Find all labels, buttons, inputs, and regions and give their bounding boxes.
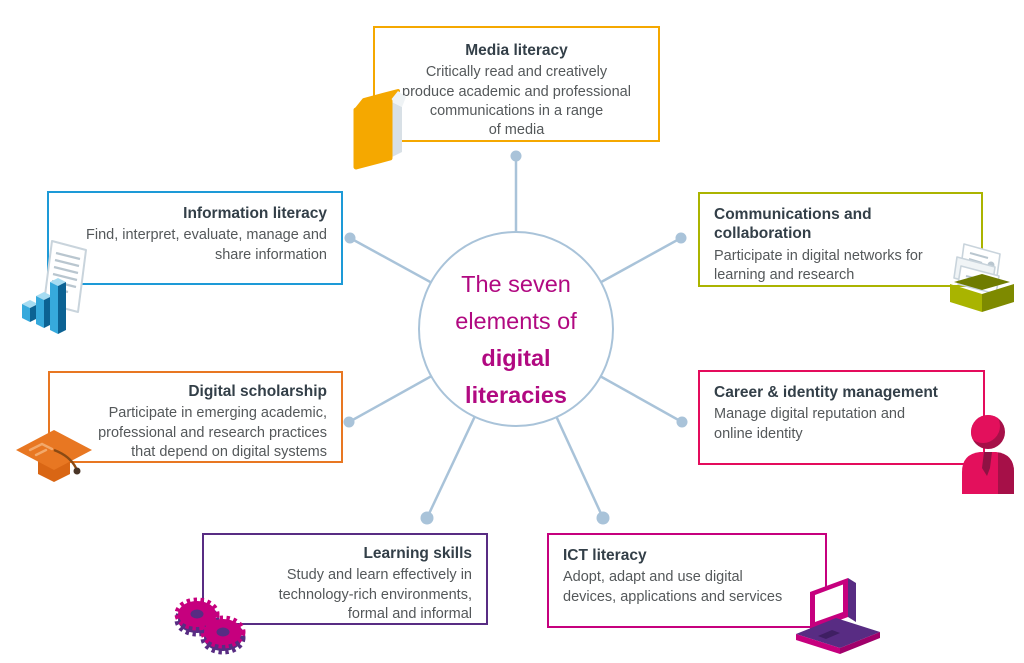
card-title: Information literacy (183, 205, 327, 222)
connector-dot (344, 232, 356, 244)
center-text-regular: The seven elements of (455, 271, 577, 334)
connector-dot (420, 511, 434, 525)
connector-dot (343, 416, 355, 428)
center-text-bold: digital literacies (465, 345, 567, 408)
card-title: Communications and collaboration (714, 206, 872, 243)
card-title: Digital scholarship (188, 383, 327, 400)
card-tray-icon (950, 243, 1014, 312)
card-description: Manage digital reputation and online ide… (714, 406, 906, 442)
card-communications-collaboration: Communications and collaboration Partici… (698, 192, 983, 287)
card-description: Study and learn effectively in technolog… (278, 567, 472, 622)
center-circle (418, 231, 614, 427)
connector-dot (676, 416, 688, 428)
book-icon (353, 89, 406, 170)
card-digital-scholarship: Digital scholarship Participate in emerg… (48, 371, 343, 463)
card-title: Media literacy (465, 42, 568, 59)
card-description: Critically read and creatively produce a… (402, 64, 631, 138)
card-learning-skills: Learning skills Study and learn effectiv… (202, 533, 488, 625)
card-media-literacy: Media literacy Critically read and creat… (373, 26, 660, 142)
mortarboard-icon (16, 430, 92, 482)
gears-icon (174, 597, 246, 655)
card-career-identity-management: Career & identity management Manage digi… (698, 370, 985, 465)
connector-dot (596, 511, 610, 525)
card-title: Learning skills (363, 545, 472, 562)
connector-dots (343, 150, 688, 525)
card-description: Participate in emerging academic, profes… (98, 405, 327, 460)
card-description: Find, interpret, evaluate, manage and sh… (85, 227, 327, 263)
document-chart-icon (22, 240, 87, 334)
card-information-literacy: Information literacy Find, interpret, ev… (47, 191, 343, 285)
center-text: The seven elements of digital literacies (406, 266, 626, 414)
card-description: Adopt, adapt and use digital devices, ap… (563, 569, 783, 605)
person-icon (962, 415, 1014, 494)
card-description: Participate in digital networks for lear… (714, 247, 923, 283)
card-title: ICT literacy (563, 547, 647, 564)
card-ict-literacy: ICT literacy Adopt, adapt and use digita… (547, 533, 827, 628)
connector-dot (510, 150, 522, 162)
laptop-icon (796, 578, 880, 654)
card-title: Career & identity management (714, 384, 938, 401)
connector-dot (675, 232, 687, 244)
